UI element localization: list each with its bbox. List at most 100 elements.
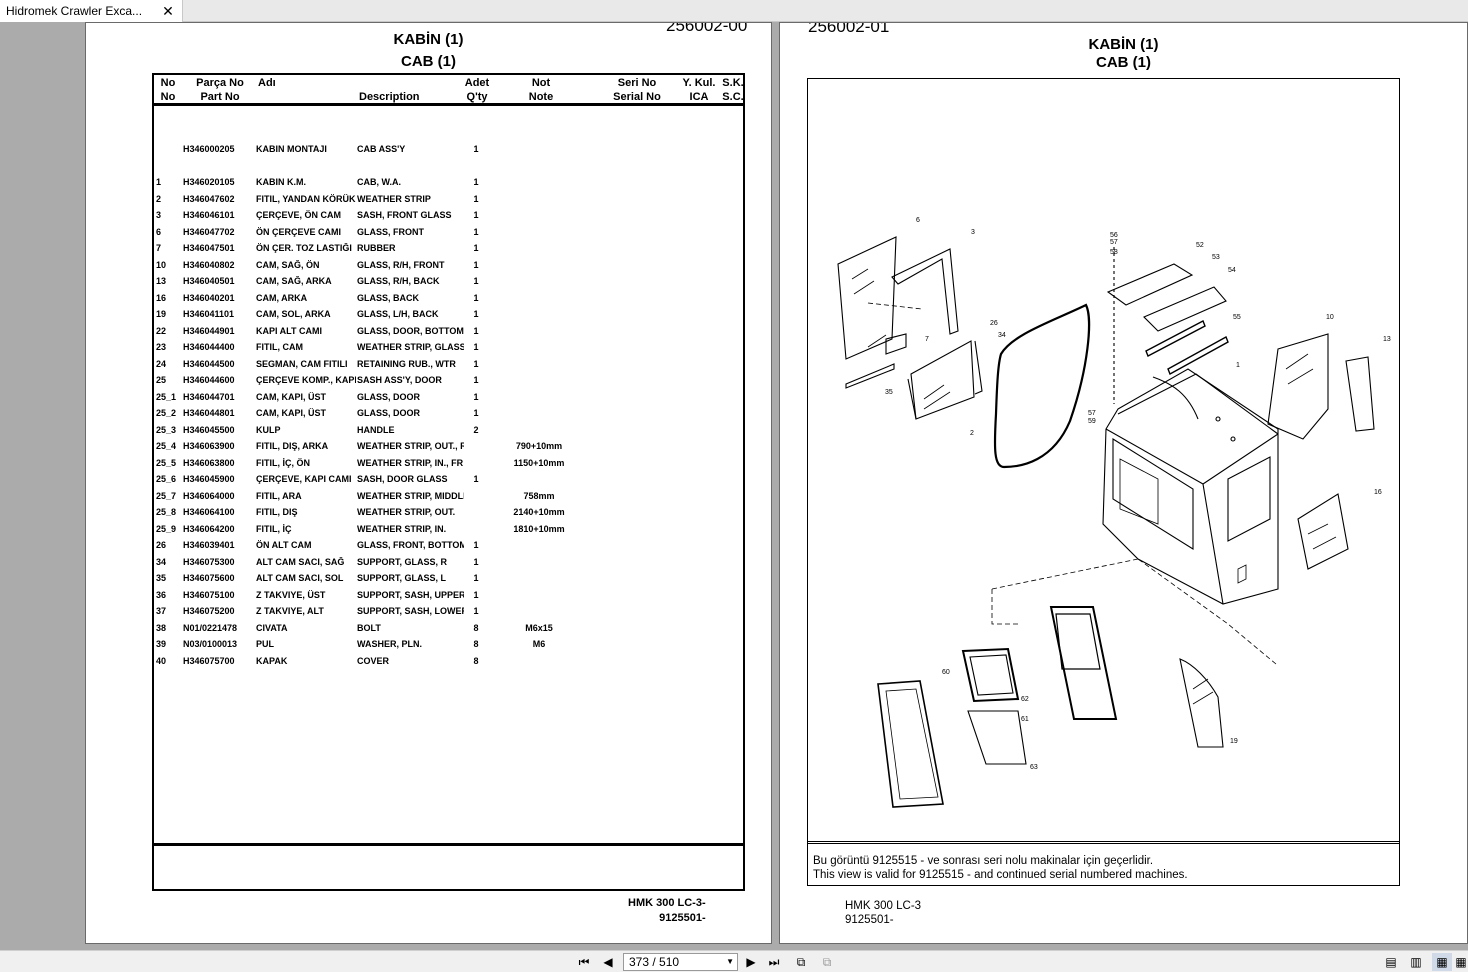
cell-no: 40 (156, 655, 167, 666)
diagram-title-tr: KABİN (1) (1088, 36, 1159, 53)
two-page-icon[interactable]: ▦ (1432, 953, 1452, 971)
cell-qty: 1 (473, 540, 479, 550)
callout-label: 3 (971, 229, 975, 236)
cell-en: WEATHER STRIP, MIDDLE (357, 490, 464, 501)
callout-label: 1 (1236, 362, 1240, 369)
door-sash-part (1049, 606, 1118, 720)
chevron-down-icon[interactable]: ▼ (726, 957, 734, 966)
callout-label: 57 (1088, 410, 1096, 417)
cell-no: 19 (156, 309, 167, 319)
cell-part: H346039401 (183, 540, 235, 550)
page-number-input[interactable]: 373 / 510 ▼ (623, 953, 738, 971)
cell-tr: ALT CAM SACI, SOL (256, 573, 344, 583)
cell-part: H346044801 (183, 408, 235, 418)
callout-label: 53 (1212, 254, 1220, 261)
close-icon[interactable]: ✕ (162, 3, 174, 19)
cell-part: H346040802 (183, 259, 235, 270)
go-forward-icon[interactable]: ⧉ (822, 955, 832, 969)
front-glass-part (837, 236, 897, 360)
cell-part: H346044500 (183, 358, 235, 369)
cell-en: CAB ASS'Y (357, 144, 406, 154)
cell-tr: FITIL, DIŞ (256, 507, 298, 517)
cell-note: 758mm (523, 490, 555, 501)
cell-part: H346041101 (183, 309, 235, 319)
cell-note: 1810+10mm (513, 523, 565, 534)
cell-tr: CAM, KAPI, ÜST (256, 391, 327, 402)
single-page-icon[interactable]: ▤ (1385, 955, 1397, 969)
cell-qty: 8 (473, 622, 479, 633)
cell-en: RUBBER (357, 243, 396, 253)
cell-no: 16 (156, 292, 167, 303)
cell-tr: CIVATA (256, 622, 288, 633)
header-name-tr: Adı (258, 77, 276, 89)
cell-tr: CAM, SAĞ, ARKA (256, 276, 332, 286)
page-number-left: 256002-00 (666, 22, 748, 35)
cell-no: 1 (156, 177, 162, 187)
header-description: Description (359, 91, 420, 103)
cell-no: 24 (156, 358, 167, 369)
callout-label: 54 (1228, 267, 1236, 274)
cell-tr: CAM, SAĞ, ÖN (256, 259, 320, 270)
cell-part: H346063900 (183, 441, 235, 451)
cell-tr: ALT CAM SACI, SAĞ (256, 556, 345, 567)
page-title-tr: KABİN (1) (393, 31, 464, 48)
cell-en: GLASS, FRONT (357, 226, 424, 237)
cell-qty: 1 (473, 408, 479, 418)
cell-qty: 8 (473, 639, 479, 649)
cell-tr: CAM, SOL, ARKA (256, 309, 331, 319)
model-serial-right: 9125501- (845, 914, 894, 926)
cell-note: 2140+10mm (513, 507, 565, 517)
cell-qty: 1 (473, 375, 479, 385)
document-tab[interactable]: Hidromek Crawler Exca... ✕ (0, 0, 183, 22)
callout-label: 58 (1110, 249, 1118, 256)
prev-page-icon[interactable]: ◀ (603, 955, 613, 969)
last-page-icon[interactable]: ⏭ (768, 955, 780, 969)
two-page-continuous-icon[interactable]: ▦ (1455, 955, 1467, 969)
first-page-icon[interactable]: ⏮ (578, 955, 590, 969)
cell-part: H346040201 (183, 292, 235, 303)
cell-tr: SEGMAN, CAM FITILI (256, 358, 348, 369)
cell-part: H346075700 (183, 655, 235, 666)
cell-tr: KAPI ALT CAMI (256, 325, 322, 336)
model-serial: 9125501- (659, 912, 706, 924)
cell-tr: ÖN ÇERÇEVE CAMI (256, 226, 342, 237)
cell-tr: FITIL, ARA (256, 490, 302, 501)
cell-part: H346075600 (183, 573, 235, 583)
cell-en: SUPPORT, SASH, UPPER (357, 589, 464, 600)
cell-no: 25_4 (156, 441, 177, 451)
cell-qty: 1 (473, 210, 479, 220)
cell-tr: ÖN ALT CAM (256, 540, 312, 550)
next-page-icon[interactable]: ▶ (746, 955, 756, 969)
cell-part: N01/0221478 (183, 622, 238, 633)
page-title-en: CAB (1) (401, 53, 456, 70)
cell-tr: KABIN MONTAJI (256, 144, 327, 154)
cell-no: 36 (156, 589, 167, 600)
callout-label: 2 (970, 430, 974, 437)
continuous-icon[interactable]: ▥ (1410, 955, 1422, 969)
cell-en: GLASS, L/H, BACK (357, 309, 439, 319)
rear-glass-part (1179, 658, 1224, 748)
callout-label: 10 (1326, 314, 1334, 321)
go-back-icon[interactable]: ⧉ (796, 955, 806, 969)
cell-part: H346044701 (183, 391, 235, 402)
cell-note: 790+10mm (515, 441, 563, 451)
cell-note: 1150+10mm (513, 457, 565, 468)
cell-tr: Z TAKVIYE, ÜST (256, 589, 326, 600)
header-rule (154, 103, 743, 106)
cell-no: 10 (156, 259, 167, 270)
callout-label: 13 (1383, 336, 1391, 343)
